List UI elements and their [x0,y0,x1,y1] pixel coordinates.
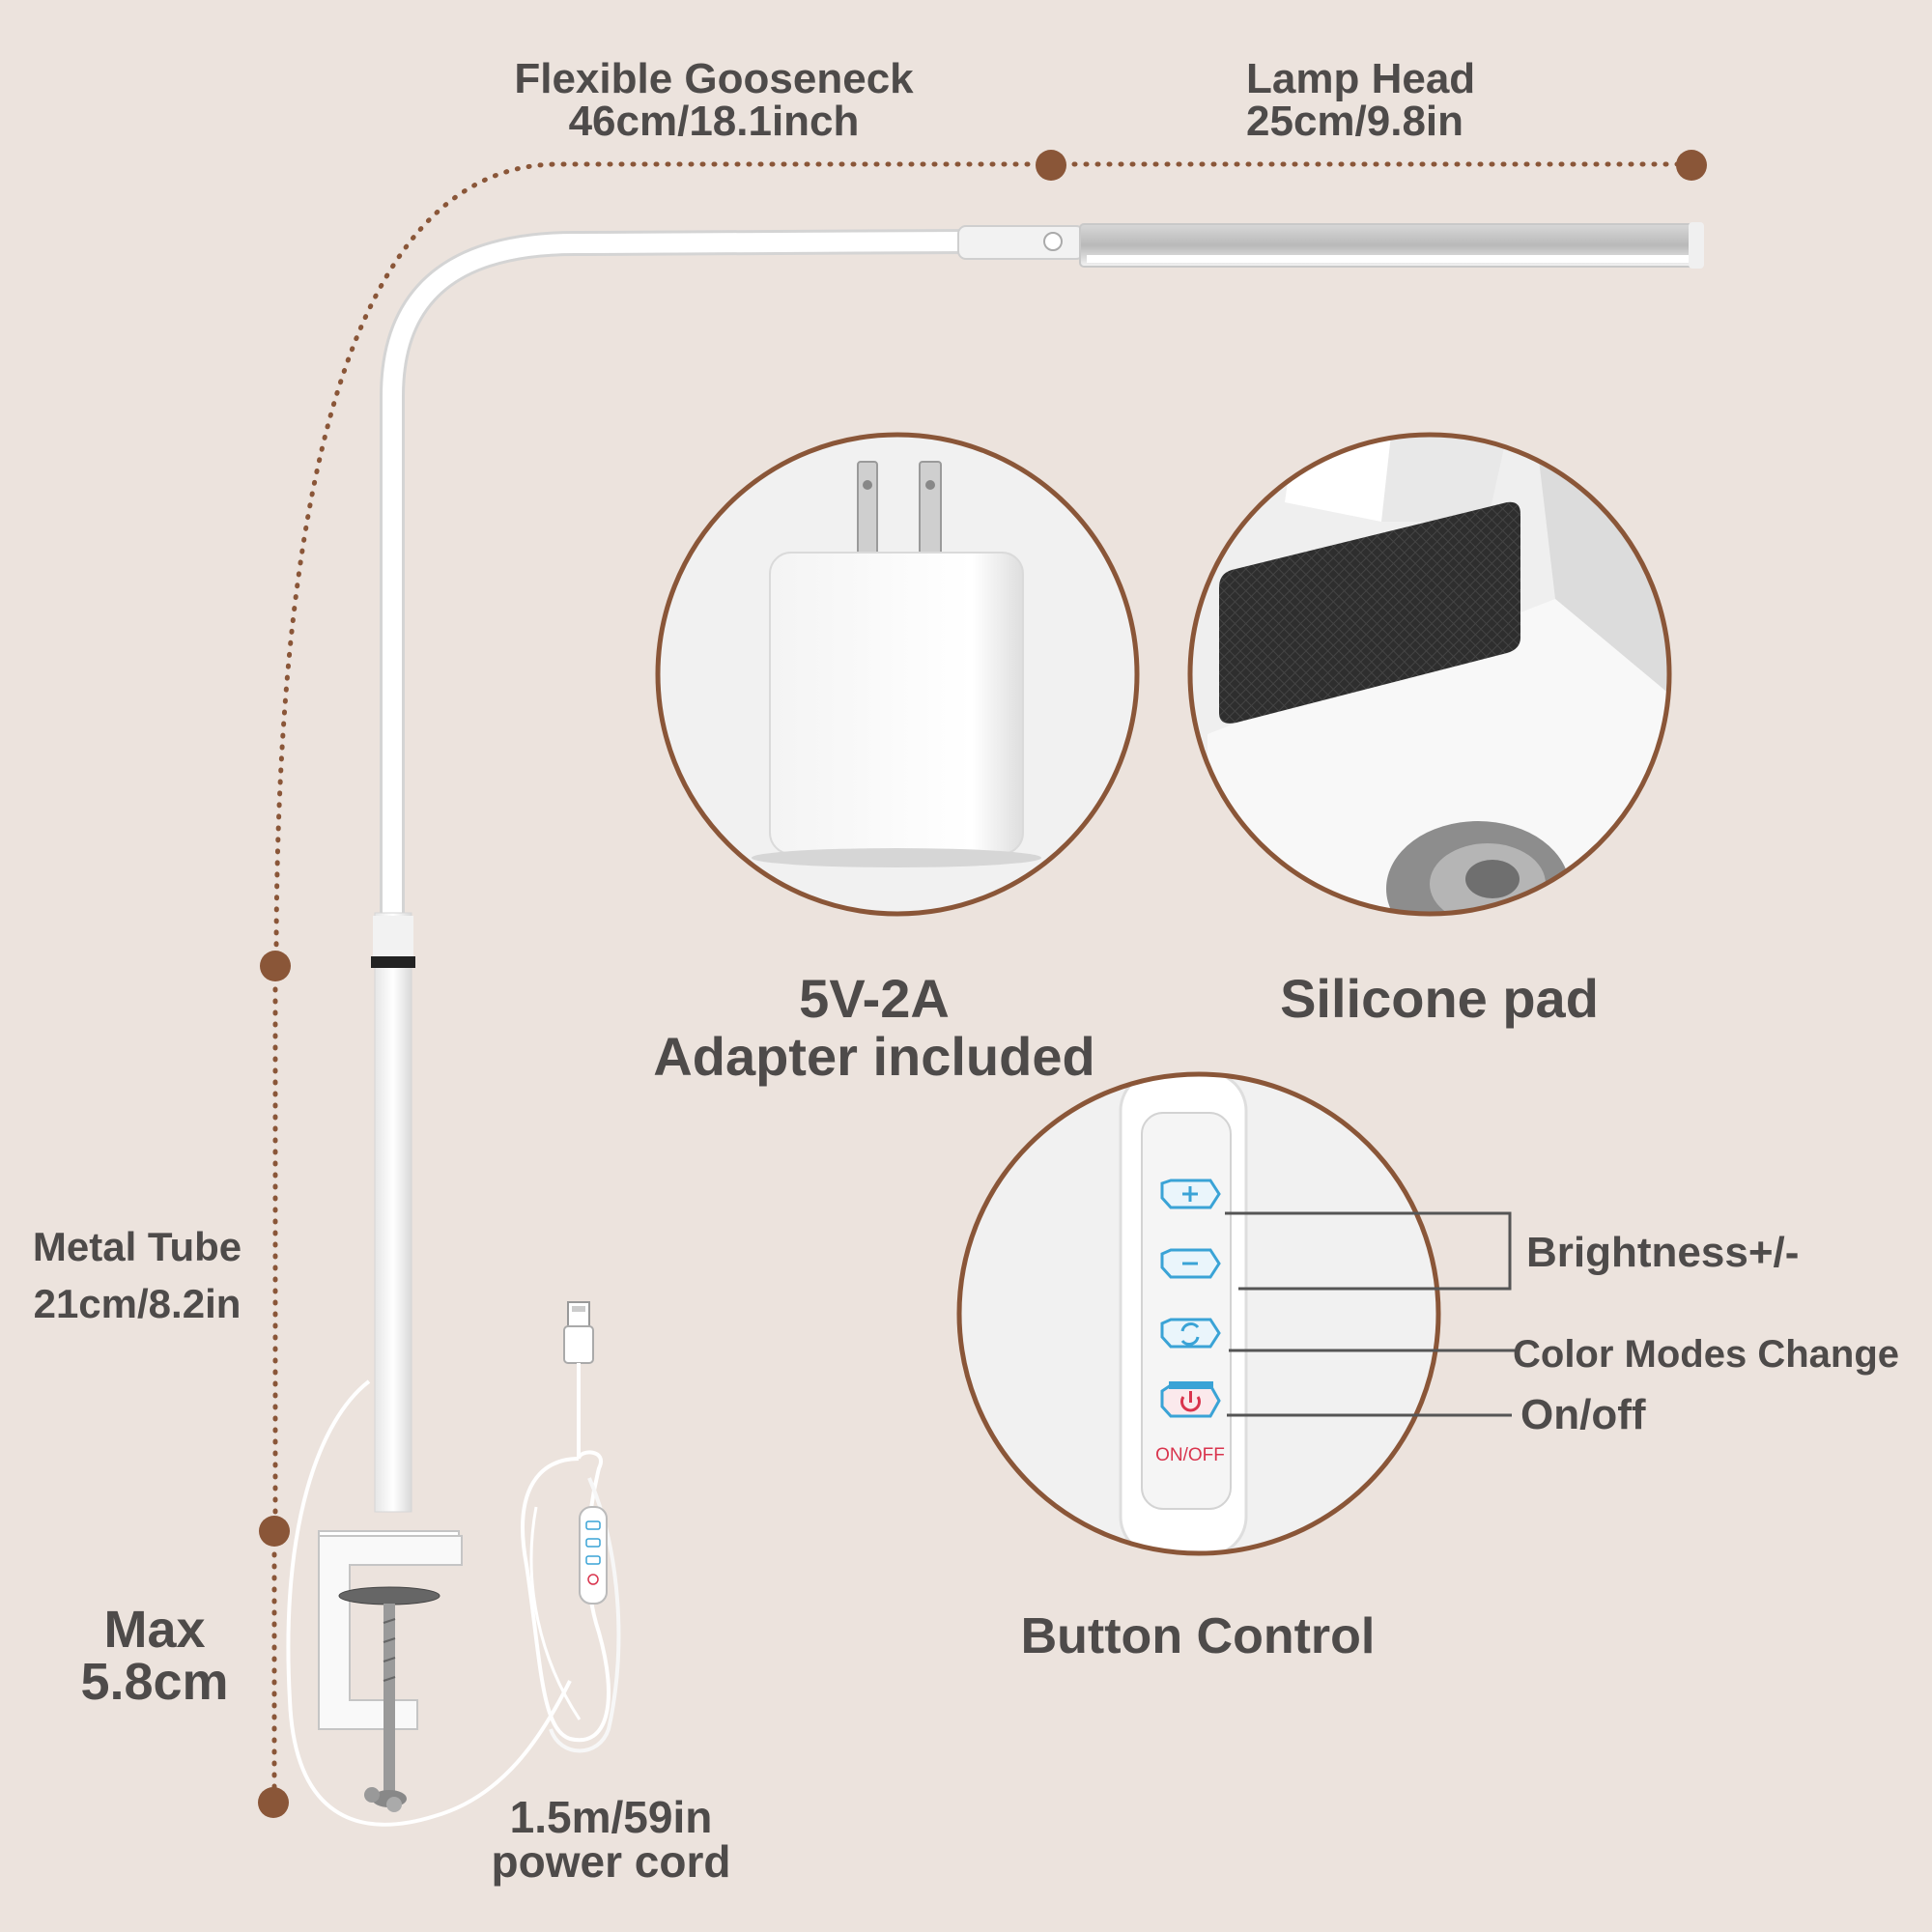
desk-lamp [286,222,1704,1827]
adapter-caption: Adapter included [653,1026,1095,1088]
metal-tube [374,912,412,1513]
clamp-title: Max [103,1601,206,1659]
silicone-pad-caption: Silicone pad [1280,968,1599,1029]
power-cord [521,1301,621,1753]
clamp-label: Max 5.8cm [58,1604,251,1708]
gooseneck-title: Flexible Gooseneck [514,55,914,102]
cord-title: power cord [491,1836,731,1887]
adapter-circle [655,432,1140,917]
gooseneck-size: 46cm/18.1inch [568,98,860,145]
adapter-prong [857,461,878,555]
desk-clamp [318,1530,463,1812]
metal-tube-title: Metal Tube [32,1224,242,1269]
lamp-hinge [957,225,1085,260]
clamp-size: 5.8cm [80,1653,229,1711]
usb-plug [567,1301,590,1327]
refresh-icon [1160,1318,1221,1349]
mini-controller [579,1506,608,1605]
onoff-callout: On/off [1520,1391,1646,1438]
cord-label: 1.5m/59in power cord [454,1795,768,1884]
cord-length: 1.5m/59in [509,1792,713,1842]
brightness-callout: Brightness+/- [1526,1229,1800,1276]
dimension-lines [258,150,1707,1818]
metal-tube-size: 21cm/8.2in [33,1280,242,1326]
adapter-spec: 5V-2A [799,968,950,1029]
button-control-label: Button Control [1005,1611,1391,1662]
dimension-dot [260,951,291,981]
silicone-pad-label: Silicone pad [1265,972,1613,1026]
dimension-dot [259,1516,290,1547]
lamp-head-title: Lamp Head [1246,55,1476,102]
callout-lines [1225,1211,1515,1417]
color-modes-callout: Color Modes Change [1513,1333,1900,1376]
dimension-dot [1676,150,1707,181]
adapter-label: 5V-2A Adapter included [638,968,1111,1088]
dimension-dot [258,1787,289,1818]
lamp-head-label: Lamp Head 25cm/9.8in [1246,58,1502,143]
plus-icon [1160,1179,1221,1209]
lamp-head-size: 25cm/9.8in [1246,98,1464,145]
dimension-dot [1036,150,1066,181]
silicone-pad [1219,501,1520,724]
power-icon [1160,1381,1221,1418]
lamp-cable [286,1379,572,1827]
silicone-pad-circle [1187,432,1672,917]
gooseneck-label: Flexible Gooseneck 46cm/18.1inch [497,58,930,143]
onoff-text: ON/OFF [1155,1445,1225,1465]
button-control-caption: Button Control [1020,1608,1376,1664]
minus-icon [1160,1248,1221,1279]
button-control-circle: ON/OFF [956,1071,1441,1556]
adapter-body [769,552,1024,855]
adapter-prong [919,461,942,555]
tube-collar [371,956,415,968]
metal-tube-label: Metal Tube 21cm/8.2in [8,1219,267,1333]
